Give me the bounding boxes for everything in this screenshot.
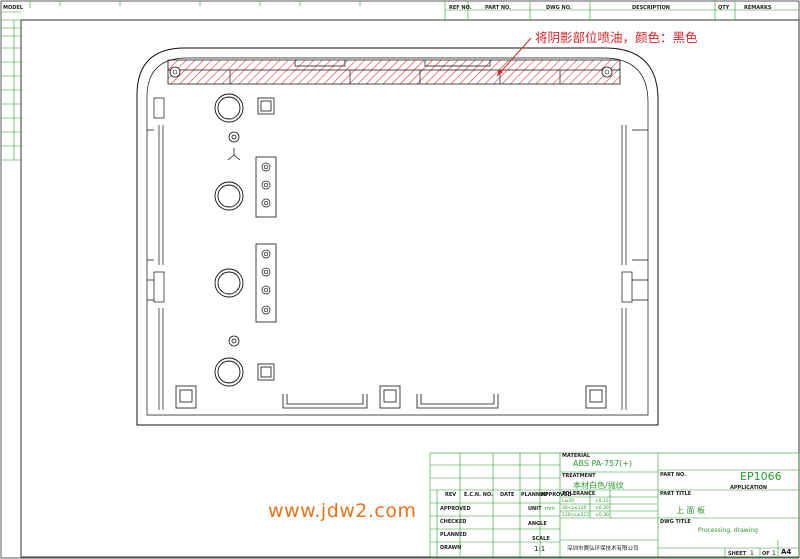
part-no-label: PART NO.: [485, 5, 511, 11]
part-title-value: 上 面 板: [676, 506, 706, 515]
inner-frame: [20, 19, 800, 558]
of-value: 1: [772, 550, 776, 557]
tol-val-0: ±0.15: [595, 498, 609, 504]
tol-val-2: ±0.30: [595, 512, 609, 518]
unit-value: mm: [545, 506, 555, 512]
approved-label: APPROVED: [440, 506, 471, 512]
application-label: APPLICATION: [730, 485, 767, 491]
qty-label: QTY: [718, 5, 730, 11]
tol-range-1: 30<L≤120: [562, 505, 587, 511]
socket-holes: [261, 162, 271, 315]
checked-label: CHECKED: [440, 519, 466, 525]
dwg-title-label: DWG TITLE: [660, 519, 691, 525]
rev-label: REV: [445, 492, 456, 498]
ref-no-label: REF NO.: [449, 5, 472, 11]
tol-range-2: 120<L≤315: [562, 512, 589, 518]
painted-region-hatch: [167, 59, 621, 85]
square-sockets: [255, 97, 277, 381]
planned-label: PLANNED: [521, 492, 548, 498]
part-title-label: PART TITLE: [660, 491, 692, 497]
tolerance-label: TOLERANCE: [562, 491, 596, 497]
y-mark: [227, 148, 241, 161]
sheet-label: SHEET: [728, 551, 747, 557]
scale-value: 1:1: [534, 545, 545, 553]
note-leader-line: [496, 37, 532, 77]
sheet-value: 1: [750, 550, 754, 557]
bottom-clips: [175, 385, 607, 409]
treatment-value: 本材白色/抛纹: [573, 481, 624, 490]
description-label: DESCRIPTION: [632, 5, 670, 11]
tol-val-1: ±0.20: [595, 505, 609, 511]
treatment-label: TREATMENT: [562, 473, 596, 479]
paint-note: 将阴影部位喷油，颜色：黑色: [535, 30, 698, 45]
mount-hole-left: [169, 66, 181, 78]
right-side-ribs: [621, 125, 648, 410]
title-block-grid: [429, 452, 800, 558]
ecn-label: E.C.N. NO.: [464, 492, 493, 498]
tol-range-0: L≤30: [562, 498, 574, 504]
part-number-value: EP1066: [740, 470, 782, 483]
size-value: A4: [781, 548, 791, 556]
dwg-title-value: Processing, drawing: [698, 527, 758, 534]
material-value: ABS PA-757(+): [573, 459, 633, 468]
remarks-label: REMARKS: [744, 5, 772, 11]
unit-label: UNIT: [528, 506, 542, 512]
left-side-ribs: [147, 97, 165, 410]
approved-head-label: APPROVED: [541, 492, 572, 498]
company-name: 深圳市赛弘环保技术有限公司: [567, 546, 639, 552]
small-holes: [228, 131, 240, 347]
part-no-tb-label: PART NO.: [660, 472, 686, 478]
of-label: OF: [762, 551, 770, 557]
dwg-no-label: DWG NO.: [546, 5, 572, 11]
model-label: MODEL: [3, 5, 24, 11]
left-revision-column: [1, 11, 21, 161]
top-parts-table: [29, 1, 799, 20]
part-outline: [136, 47, 659, 426]
watermark-url: www.jdw2.com: [268, 500, 417, 522]
drawn-label: DRAWN: [440, 545, 461, 551]
date-label: DATE: [500, 492, 515, 498]
angle-label: ANGLE: [528, 521, 547, 527]
scale-label: SCALE: [532, 536, 550, 542]
material-label: MATERIAL: [562, 453, 591, 459]
mount-hole-right: [601, 66, 613, 78]
boss-features: [214, 93, 244, 387]
planned-row-label: PLANNED: [440, 532, 467, 538]
